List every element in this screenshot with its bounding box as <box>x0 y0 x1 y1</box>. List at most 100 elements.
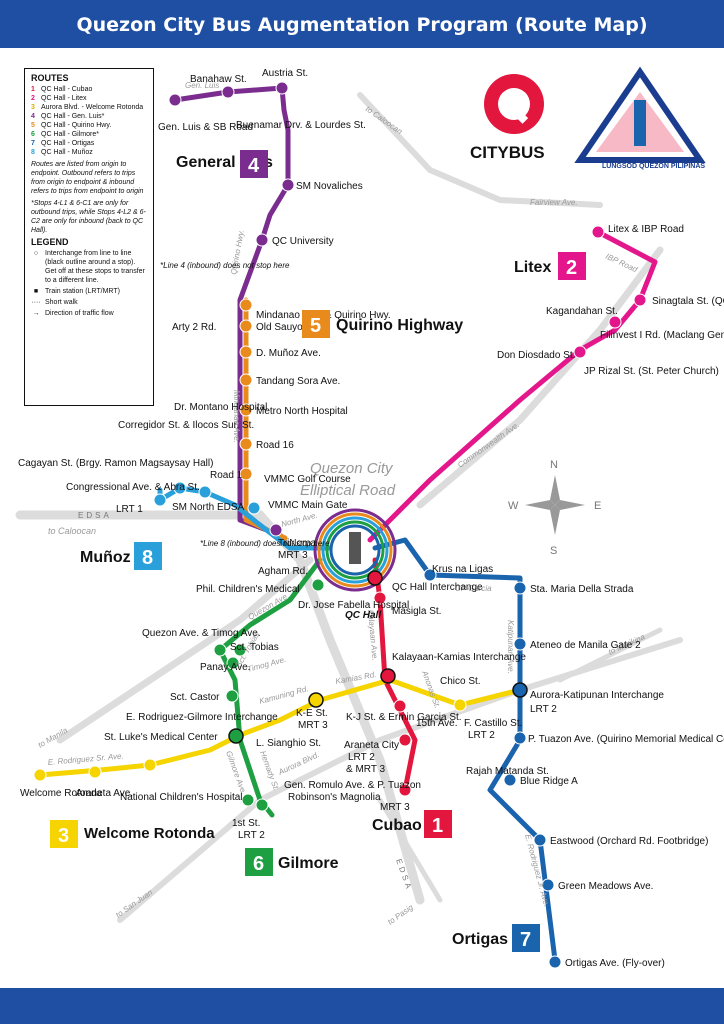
stop-label: LRT 2 <box>238 830 265 841</box>
to-caloocan-label: to Caloocan <box>48 526 96 536</box>
stop-label: Ortigas Ave. (Fly-over) <box>565 958 665 969</box>
stop-label: LRT 2 <box>348 752 375 763</box>
arrow-right-icon: → <box>32 310 40 317</box>
stop-label: Banahaw St. <box>190 74 247 85</box>
stop-marker-3-e <box>33 768 47 782</box>
stop-marker-7-j <box>548 955 562 969</box>
road-label: IBP Road <box>604 252 639 275</box>
stop-label: Dr. Montano Hospital <box>174 402 267 413</box>
route-badge-num: 2 <box>566 257 577 279</box>
stop-label: Eastwood (Orchard Rd. Footbridge) <box>550 836 708 847</box>
stop-marker-8-d <box>153 493 167 507</box>
route-badge-num: 6 <box>253 853 264 875</box>
route-badge-8 <box>134 542 162 570</box>
compass-rose: N S W E <box>508 459 601 557</box>
route-map: to Caloocan to Manila to San Juan to Pas… <box>15 66 724 969</box>
road-label: to San Juan <box>114 887 155 919</box>
stop-marker-3-b <box>308 692 324 708</box>
stop-label: MRT 3 <box>278 550 308 561</box>
stop-label: MRT 3 <box>380 802 410 813</box>
legend-route-name: QC Hall - Quirino Hwy. <box>41 122 112 129</box>
road-label: to Caloocan <box>364 104 405 136</box>
stop-marker-5-g <box>239 345 253 359</box>
stop-label: Sct. Tobias <box>230 642 279 653</box>
stop-label: E. Rodriguez-Gilmore Interchange <box>126 712 278 723</box>
stop-label: Sinagtala St. (QC University) <box>652 296 724 307</box>
stop-label: Filinvest I Rd. (Maclang Gen. Hospital) <box>600 330 724 341</box>
stop-label: Road 16 <box>256 440 294 451</box>
pasig-road <box>377 797 443 903</box>
road-label: to Pasig <box>386 902 415 926</box>
stop-label: Aurora-Katipunan Interchange <box>530 690 664 701</box>
legend-item-text: Interchange from line to line (black out… <box>45 250 145 284</box>
stop-label: St. Luke's Medical Center <box>104 732 218 743</box>
stop-marker-1-a <box>367 570 383 586</box>
legend-route-num: 8 <box>31 149 35 156</box>
stop-marker-6-c <box>213 643 227 657</box>
stop-label: Araneta City <box>344 740 399 751</box>
commonwealth-road <box>416 246 664 509</box>
legend-stops-note: *Stops 4-L1 & 6-C1 are only for outbound… <box>31 200 146 234</box>
stop-label: 1st St. <box>232 818 260 829</box>
stop-label: Agham Rd. <box>258 566 308 577</box>
stop-marker-7-c <box>513 581 527 595</box>
route-badge-name: Gilmore <box>278 855 339 872</box>
stop-marker-3-d <box>88 765 102 779</box>
stop-label: National Children's Hospital <box>120 792 243 803</box>
route-badge-num: 5 <box>310 315 321 337</box>
route-badge-name: Litex <box>514 259 551 276</box>
stop-markers <box>33 81 647 969</box>
stop-marker-2-e <box>591 225 605 239</box>
edsa-road <box>15 510 425 905</box>
stop-label: D. Muñoz Ave. <box>256 348 321 359</box>
stop-label: Sct. Castor <box>170 692 220 703</box>
quezon-ave-road <box>56 556 314 744</box>
route-badge-num: 4 <box>248 155 260 177</box>
stop-label: VMMC Golf Course <box>264 474 351 485</box>
stop-marker-4-j <box>255 233 269 247</box>
stop-marker-7-b <box>423 568 437 582</box>
stop-marker-7-i <box>541 878 555 892</box>
route-3-line <box>37 677 523 778</box>
road-label: Mindanao Ave. <box>232 390 241 443</box>
road-label: Fairview Ave. <box>530 198 578 207</box>
footer-band <box>0 988 724 1024</box>
compass-north: N <box>550 459 558 471</box>
qc-hall-label: QC Hall <box>345 610 381 621</box>
stop-label: LRT 1 <box>116 504 143 515</box>
route-badge-name: Cubao <box>372 817 422 834</box>
legend-route-num: 2 <box>31 95 35 102</box>
train-station-icon: ■ <box>33 288 39 295</box>
compass-south: S <box>550 545 557 557</box>
legend-route-name: QC Hall - Gilmore* <box>41 131 99 138</box>
stop-marker-6-b <box>311 578 325 592</box>
stop-label: Congressional Ave. & Abra St. <box>66 482 200 493</box>
stop-label: Rajah Matanda St. <box>466 766 549 777</box>
stop-label: LRT 2 <box>468 730 495 741</box>
stop-marker-5-d <box>239 437 253 451</box>
route-2-line <box>367 229 658 543</box>
stop-label: Welcome Rotonda <box>20 788 103 799</box>
legend-route-num: 6 <box>31 131 35 138</box>
stop-label: Panay Ave. <box>200 662 250 673</box>
citybus-wordmark: CITYBUS <box>470 143 545 162</box>
stop-marker-2-b <box>573 345 587 359</box>
legend-routes-title: ROUTES <box>31 73 69 83</box>
stop-marker-7-h <box>533 833 547 847</box>
stop-marker-6-d <box>233 643 247 657</box>
stop-marker-1-f <box>398 733 412 747</box>
compass-west: W <box>508 500 519 512</box>
legend-item: ○Interchange from line to line (black ou… <box>31 249 147 285</box>
stop-label: & MRT 3 <box>346 764 386 775</box>
stop-label: Sta. Maria Della Strada <box>530 584 634 595</box>
stop-label: Cagayan St. (Brgy. Ramon Magsaysay Hall) <box>18 458 213 469</box>
stop-marker-5-c <box>239 467 253 481</box>
road-label: Anonas St. <box>420 669 442 710</box>
road-label: Timog Ave. <box>246 655 287 674</box>
stop-marker-8-f <box>198 485 212 499</box>
